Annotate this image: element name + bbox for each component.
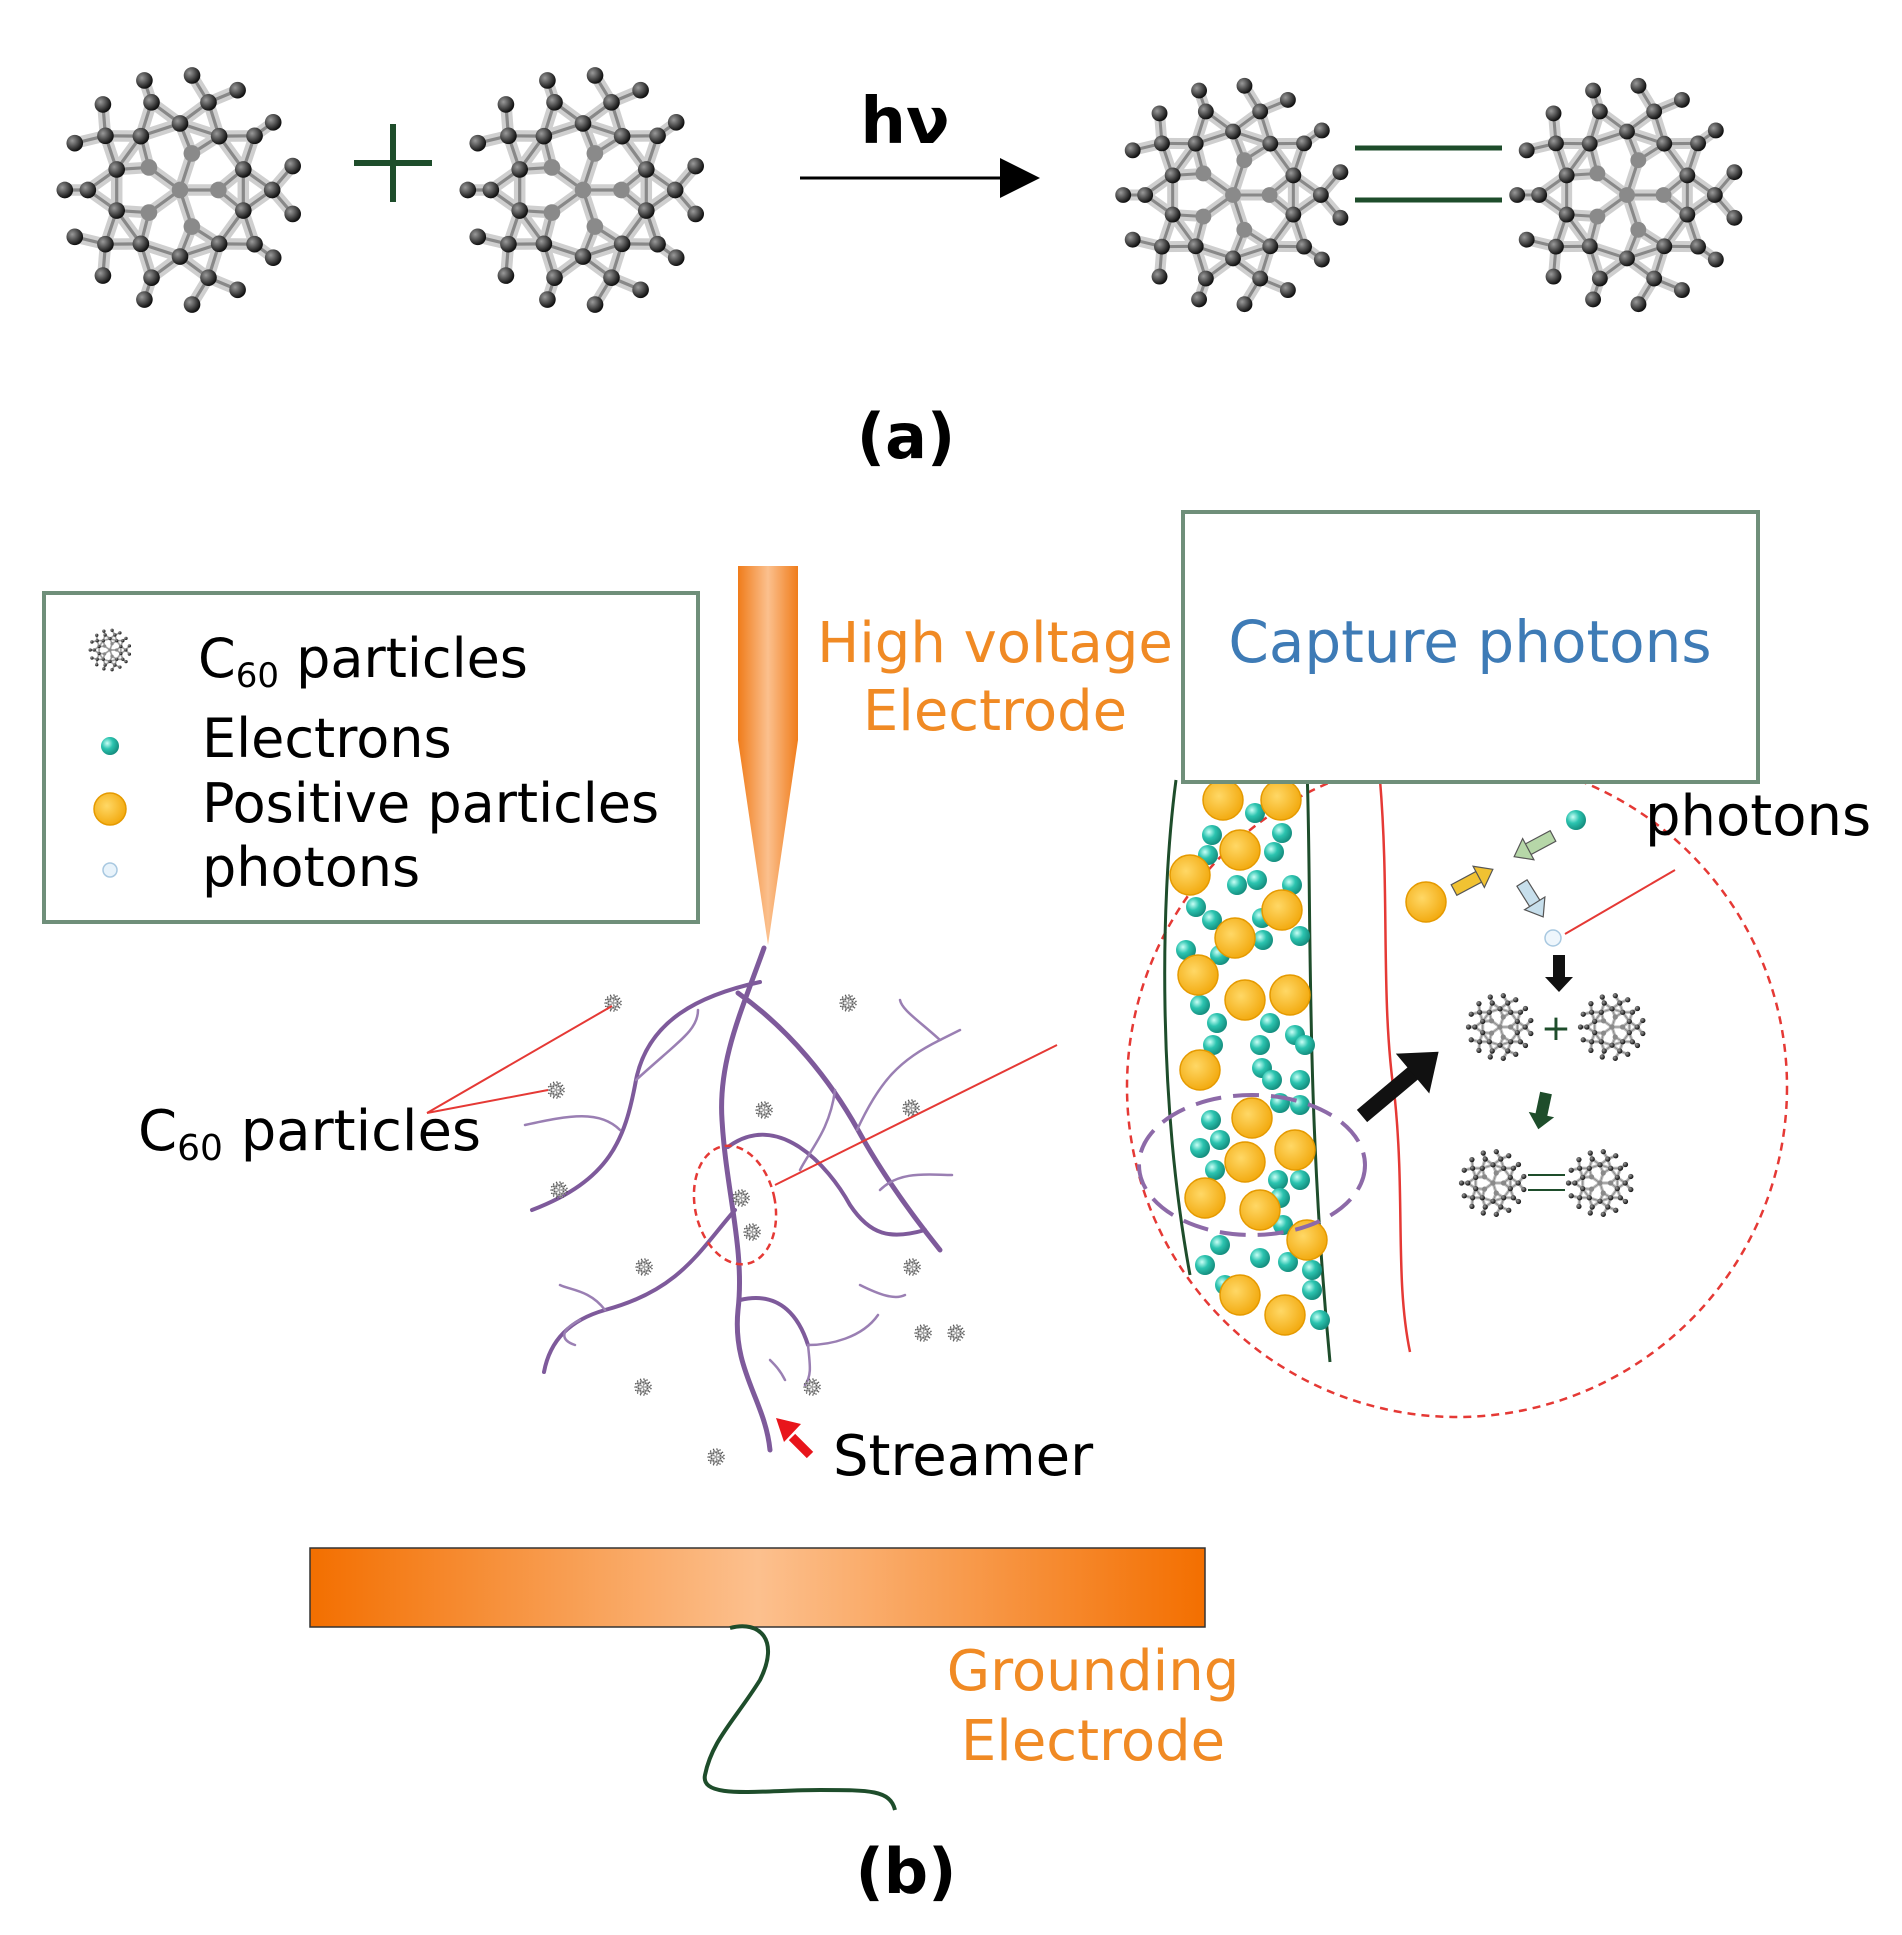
highlight-dashed-ellipse: [1137, 1093, 1367, 1237]
arrow-down-dark-green: [1528, 1091, 1555, 1130]
photon-icon: [102, 862, 118, 878]
panel-a-label: (a): [857, 400, 956, 473]
channel-left-boundary: [1163, 779, 1192, 1276]
photons-label: photons: [1645, 784, 1871, 849]
capture-photons-box: Capture photons: [1181, 510, 1760, 784]
channel-red-boundary: [1378, 779, 1412, 1353]
arrow-green: [1513, 829, 1557, 861]
inset-c60-pair: [1465, 993, 1646, 1061]
legend: C60 particles Electrons Positive particl…: [42, 591, 700, 924]
panel-b-label: (b): [855, 1835, 956, 1908]
inset-photon: [1544, 929, 1562, 947]
legend-c60-label: C60 particles: [198, 627, 528, 696]
ground-wire: [702, 1624, 897, 1811]
channel-right-boundary: [1305, 769, 1332, 1363]
scattered-c60-particles: [547, 994, 965, 1466]
zoom-inset: +: [1125, 755, 1789, 1419]
legend-positive-label: Positive particles: [202, 772, 659, 835]
photon-pointer-line: [1564, 869, 1676, 935]
process-arrow-black: [1356, 1051, 1439, 1123]
hv-electrode-line2: Electrode: [863, 679, 1127, 744]
hv-electrode-line1: High voltage: [817, 611, 1173, 676]
arrow-label-hv: hν: [860, 85, 949, 159]
streamer-label: Streamer: [833, 1424, 1094, 1489]
inset-electron: [1566, 810, 1586, 830]
c60-label-pointers: [426, 1005, 613, 1114]
zoom-connector-line: [774, 1044, 1058, 1186]
c60-molecule-left: [56, 67, 302, 313]
arrow-yellow: [1450, 865, 1494, 897]
positive-particle-icon: [93, 792, 127, 826]
arrow-blue: [1516, 878, 1546, 918]
grounding-line1: Grounding: [947, 1639, 1240, 1704]
inset-positive-particle: [1405, 881, 1447, 923]
panel-a: hν (a): [56, 67, 1743, 473]
plus-sign: [354, 124, 432, 202]
legend-electrons-label: Electrons: [202, 707, 452, 770]
inset-c60-dimer: [1458, 1149, 1634, 1217]
channel-particles: [1169, 779, 1330, 1336]
electron-icon: [101, 737, 119, 755]
grounding-line2: Electrode: [961, 1709, 1225, 1774]
streamer-twigs: [523, 998, 962, 1387]
zoom-region-ellipse: [692, 1144, 778, 1266]
grounding-plate: [309, 1547, 1206, 1628]
reaction-arrow: [800, 158, 1040, 198]
legend-photons-label: photons: [202, 836, 420, 899]
capture-photons-text: Capture photons: [1228, 608, 1711, 676]
inset-plus: +: [1541, 1008, 1571, 1049]
high-voltage-needle: [738, 566, 798, 945]
c60-icon: [88, 628, 132, 672]
c60-dimer-product: [1115, 77, 1743, 313]
c60-particles-label: C60 particles: [138, 1099, 481, 1169]
c60-molecule-right: [459, 67, 705, 313]
streamer-pointer-arrow: [776, 1418, 814, 1459]
panel-b: C60 particles Electrons Positive particl…: [42, 510, 1871, 1908]
arrow-down-black: [1545, 955, 1573, 992]
